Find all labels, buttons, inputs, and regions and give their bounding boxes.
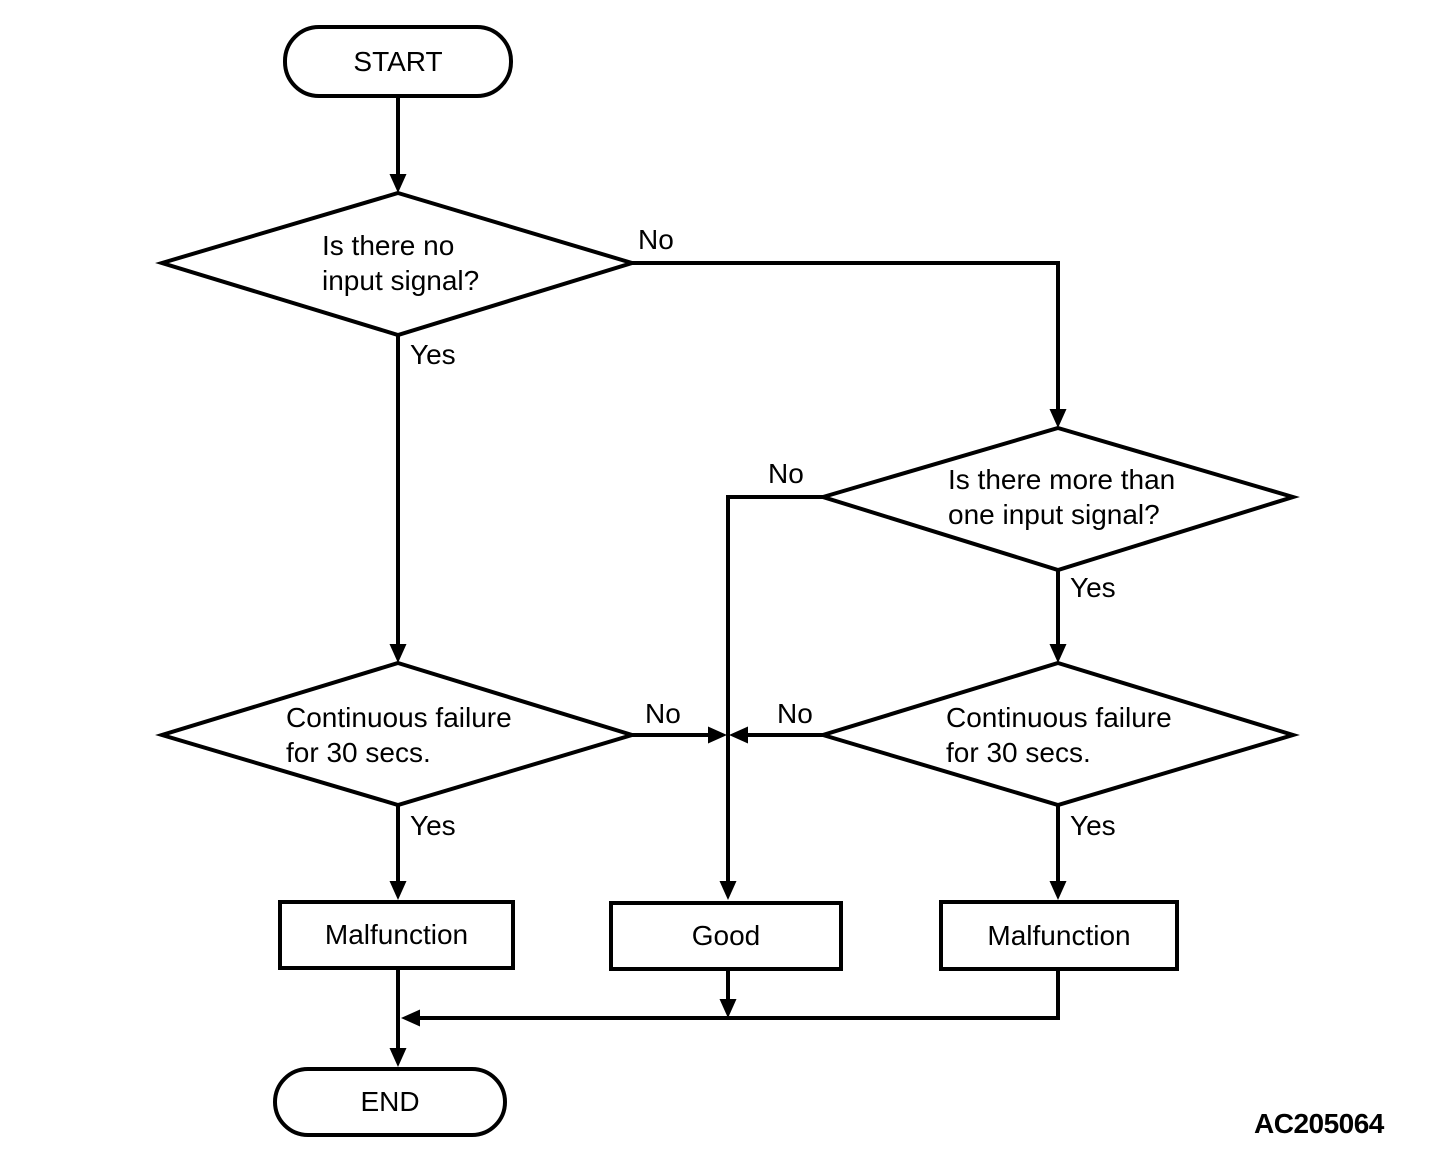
arrowhead-into-malfright [1049,881,1067,900]
malfunction-left-shape [278,900,515,970]
arrowhead-into-malfleft [389,881,407,900]
d1-no-label: No [638,224,674,255]
end-node-label: END [360,1086,420,1117]
arrowhead-into-d3 [389,644,407,663]
malfunction-right-shape [939,900,1179,971]
edge-d2-no [726,495,823,883]
end-terminator-shape [273,1067,507,1137]
arrowhead-into-d1 [389,174,407,193]
start-terminator-shape [283,25,513,98]
d3-decision-shape [155,660,639,808]
arrowhead-good-merge [719,999,737,1018]
good-label: Good [691,920,761,951]
start-node-label: START [353,45,443,77]
d1-decision-shape [155,190,639,338]
arrowhead-into-end [389,1048,407,1067]
arrowhead-merge-left [401,1009,420,1027]
edge-malfright-to-merge [419,971,1060,1020]
arrowhead-d3no-junction [708,726,727,744]
d3-no-label: No [645,698,681,729]
edge-d1-no [632,261,1060,411]
arrowhead-into-good [719,881,737,900]
d3-question-label: Continuous failure for 30 secs. [286,702,512,768]
arrowhead-d4no-junction [729,726,748,744]
d4-no-label: No [777,698,813,729]
figure-code: AC205064 [1254,1108,1384,1139]
d1-yes-label: Yes [410,339,456,370]
d2-question-label: Is there more than one input signal? [948,464,1176,530]
malfunction-right-label: Malfunction [987,919,1131,951]
d2-no-label: No [768,458,804,489]
malfunction-left-label: Malfunction [324,919,469,950]
d3-yes-label: Yes [410,810,456,841]
arrowhead-into-d4 [1049,644,1067,663]
arrowhead-into-d2 [1049,409,1067,428]
d4-yes-label: Yes [1070,810,1116,841]
d4-question-label: Continuous failure for 30 secs. [946,702,1172,768]
d2-decision-shape [816,425,1300,573]
d1-question-label: Is there no input signal? [322,230,480,296]
d2-yes-label: Yes [1070,572,1116,603]
good-shape [609,901,843,971]
d4-decision-shape [816,660,1300,808]
